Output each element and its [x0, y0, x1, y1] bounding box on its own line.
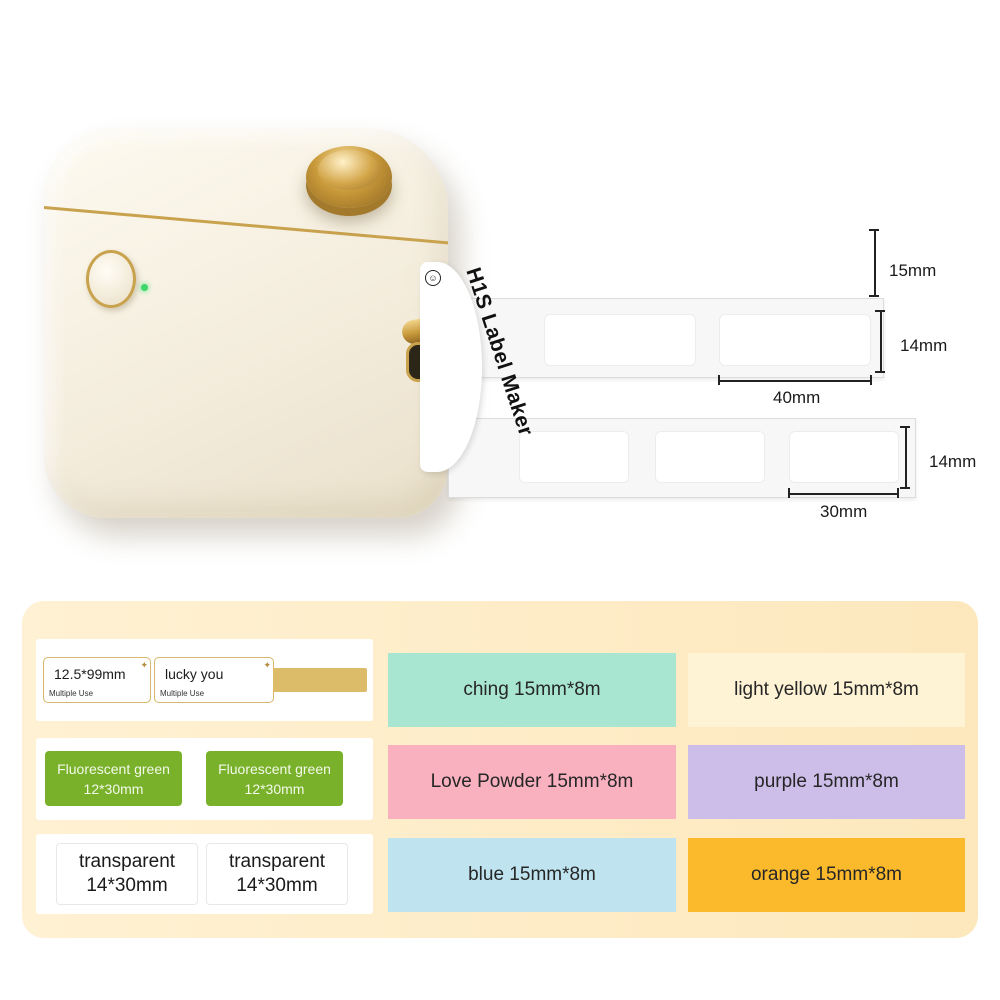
white-label-lucky: lucky you Multiple Use ✦ [154, 657, 274, 703]
lower-width-tick [897, 488, 899, 498]
lower-width-line [788, 493, 898, 495]
lower-label-cell [789, 431, 899, 483]
lower-height-tick [900, 487, 910, 489]
upper-width-label: 40mm [773, 388, 821, 407]
swatch-blue: blue 15mm*8m [388, 838, 676, 912]
status-led [141, 284, 148, 291]
gap-dimension-label: 15mm [889, 261, 937, 280]
white-label-size: 12.5*99mm Multiple Use ✦ [43, 657, 151, 703]
gold-tape [273, 668, 367, 692]
upper-label-strip [448, 298, 884, 378]
green-label: Fluorescent green 12*30mm [206, 751, 343, 806]
swatch-purple: purple 15mm*8m [688, 745, 965, 819]
swatch-orange: orange 15mm*8m [688, 838, 965, 912]
smile-icon: ☺ [425, 270, 441, 286]
transparent-labels-card [36, 834, 373, 914]
upper-width-line [718, 380, 871, 382]
printer-dial-top [318, 150, 380, 190]
gap-dimension-tick [869, 229, 879, 231]
green-label: Fluorescent green 12*30mm [45, 751, 182, 806]
gap-dimension-line [874, 229, 876, 296]
lower-label-strip [448, 418, 916, 498]
upper-label-cell [544, 314, 696, 366]
upper-label-cell [719, 314, 871, 366]
transparent-label: transparent 14*30mm [56, 843, 198, 905]
lower-height-line [905, 426, 907, 488]
upper-width-tick [718, 375, 720, 385]
lower-label-cell [519, 431, 629, 483]
transparent-label: transparent 14*30mm [206, 843, 348, 905]
power-button [86, 250, 136, 308]
swatch-ching: ching 15mm*8m [388, 653, 676, 727]
lower-width-label: 30mm [820, 502, 868, 521]
upper-height-tick [875, 310, 885, 312]
lower-width-tick [788, 488, 790, 498]
upper-height-label: 14mm [900, 336, 948, 355]
swatch-light-yellow: light yellow 15mm*8m [688, 653, 965, 727]
swatch-love-powder: Love Powder 15mm*8m [388, 745, 676, 819]
upper-height-line [880, 310, 882, 372]
sparkle-icon: ✦ [263, 660, 271, 670]
sparkle-icon: ✦ [140, 660, 148, 670]
lower-label-cell [655, 431, 765, 483]
lower-height-tick [900, 426, 910, 428]
gap-dimension-tick [869, 295, 879, 297]
upper-height-tick [875, 371, 885, 373]
upper-width-tick [870, 375, 872, 385]
lower-height-label: 14mm [929, 452, 977, 471]
